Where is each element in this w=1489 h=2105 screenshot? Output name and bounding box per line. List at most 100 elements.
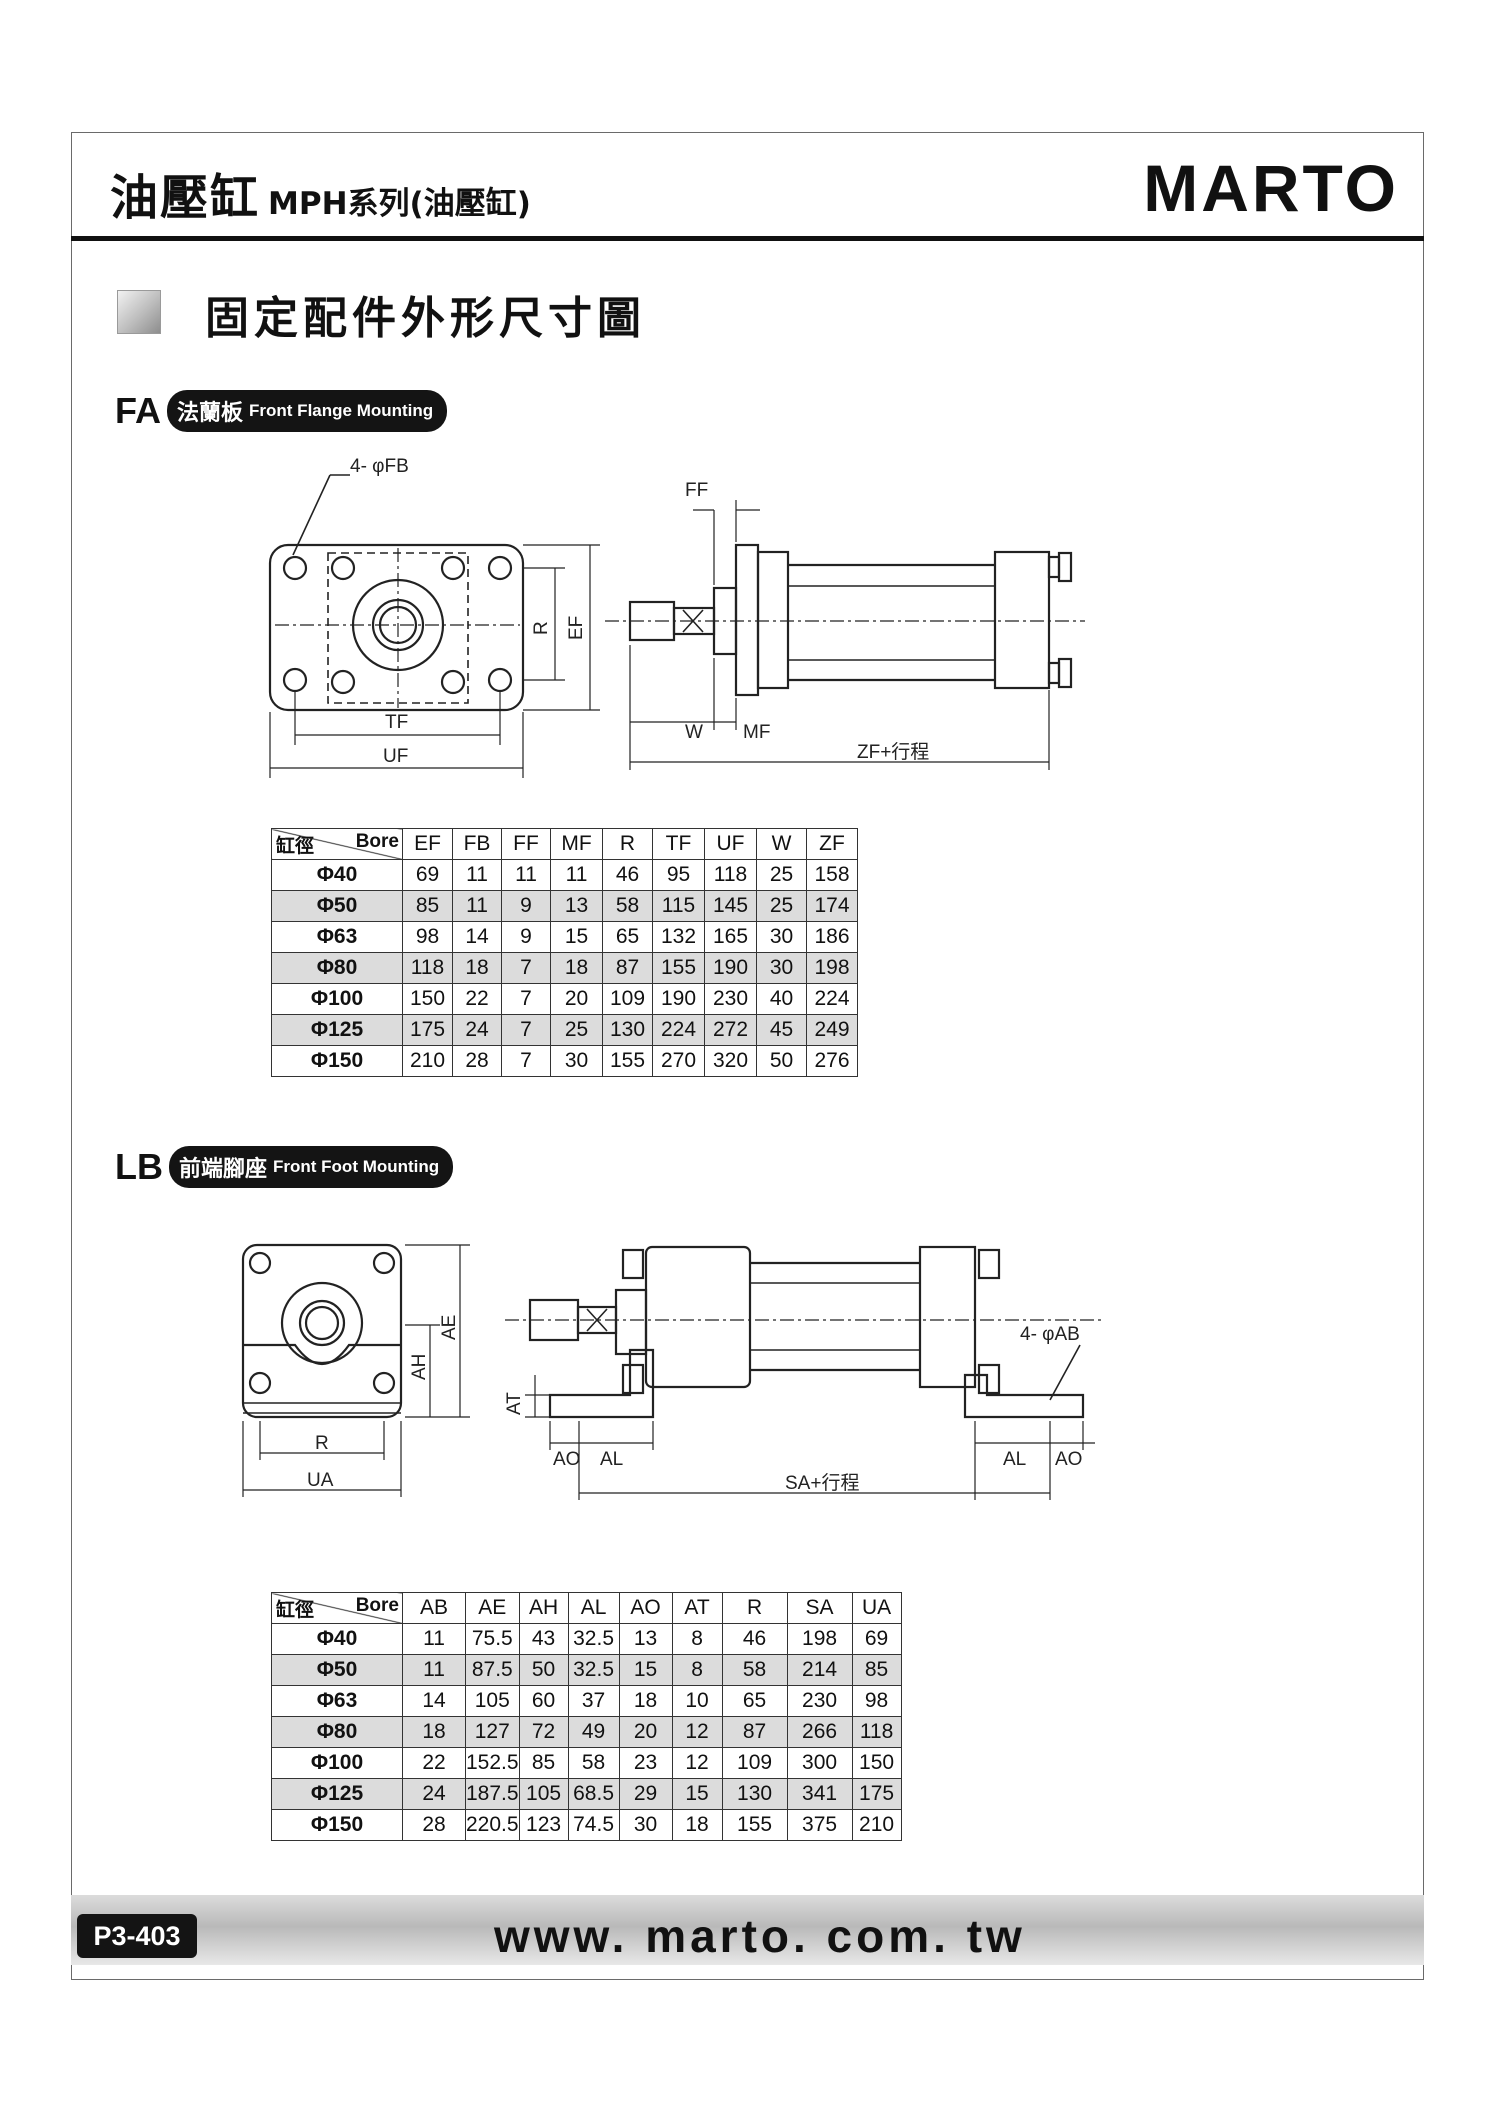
bore-cell: Φ63: [271, 1685, 403, 1717]
lb-side-view: AT AO AL SA+行程 4- φAB AL AO: [504, 1245, 1105, 1500]
table-cell: 75.5: [465, 1623, 520, 1655]
table-cell: 109: [721, 1747, 788, 1779]
fa-hole-tl: [282, 555, 308, 581]
table-cell: 230: [704, 983, 757, 1015]
table-cell: 220.5: [465, 1809, 520, 1841]
lb-col-header: AO: [618, 1592, 673, 1624]
table-cell: 69: [851, 1623, 902, 1655]
fa-label-ff: FF: [685, 480, 708, 501]
table-cell: 210: [851, 1809, 902, 1841]
table-cell: 85: [402, 890, 453, 922]
website-link[interactable]: www. marto. com. tw: [494, 1910, 1026, 1962]
fa-corner-zh: 缸徑: [276, 835, 315, 857]
table-cell: 60: [518, 1685, 569, 1717]
table-cell: 20: [618, 1716, 673, 1748]
table-cell: 132: [652, 921, 705, 953]
table-cell: 214: [786, 1654, 853, 1686]
table-cell: 186: [806, 921, 858, 953]
bore-cell: Φ63: [271, 921, 403, 953]
table-cell: 85: [518, 1747, 569, 1779]
fa-name-zh: 法蘭板: [177, 401, 244, 426]
table-cell: 105: [518, 1778, 569, 1810]
fa-pill: 法蘭板 Front Flange Mounting: [167, 390, 448, 432]
table-cell: 272: [704, 1014, 757, 1046]
table-cell: 115: [652, 890, 705, 922]
table-cell: 155: [602, 1045, 653, 1077]
table-cell: 224: [652, 1014, 705, 1046]
table-cell: 65: [721, 1685, 788, 1717]
table-cell: 13: [550, 890, 603, 922]
table-cell: 11: [402, 1623, 466, 1655]
table-cell: 72: [518, 1716, 569, 1748]
table-cell: 190: [652, 983, 705, 1015]
lb-nut-tr: [372, 1251, 396, 1275]
title-sub: MPH系列(油壓缸): [268, 186, 531, 222]
lb-label-r: R: [315, 1433, 329, 1454]
table-cell: 11: [402, 1654, 466, 1686]
bore-cell: Φ80: [271, 952, 403, 984]
lb-label-ah: AH: [409, 1354, 430, 1380]
table-cell: 375: [786, 1809, 853, 1841]
table-cell: 105: [465, 1685, 520, 1717]
section-marker-icon: [117, 290, 161, 334]
table-cell: 65: [602, 921, 653, 953]
lb-col-header: AL: [567, 1592, 620, 1624]
table-cell: 11: [550, 859, 603, 891]
lb-front-head: [644, 1245, 752, 1389]
table-cell: 45: [756, 1014, 807, 1046]
table-cell: 198: [806, 952, 858, 984]
table-cell: 175: [851, 1778, 902, 1810]
lb-corner-en: Bore: [355, 1594, 399, 1616]
fa-col-header: MF: [550, 828, 603, 860]
fa-col-header: FB: [452, 828, 502, 860]
fa-col-header: UF: [704, 828, 757, 860]
lb-label-hole: 4- φAB: [1020, 1324, 1080, 1345]
table-cell: 123: [518, 1809, 569, 1841]
fa-col-header: R: [602, 828, 653, 860]
bore-cell: Φ80: [271, 1716, 403, 1748]
table-cell: 118: [704, 859, 757, 891]
lb-label-ao-right: AO: [1055, 1449, 1082, 1470]
lb-pill: 前端腳座 Front Foot Mounting: [169, 1146, 454, 1188]
lb-nut-br: [372, 1371, 396, 1395]
lb-label-al-right: AL: [1003, 1449, 1026, 1470]
table-cell: 7: [501, 1045, 551, 1077]
table-cell: 249: [806, 1014, 858, 1046]
table-cell: 8: [671, 1623, 723, 1655]
table-cell: 37: [567, 1685, 620, 1717]
table-cell: 50: [756, 1045, 807, 1077]
table-cell: 46: [721, 1623, 788, 1655]
lb-name-zh: 前端腳座: [179, 1157, 268, 1182]
lb-label-sa: SA+行程: [785, 1472, 859, 1494]
bore-cell: Φ100: [271, 1747, 403, 1779]
page-frame: [71, 132, 1424, 1980]
lb-nut-tl: [248, 1251, 272, 1275]
lb-rear-foot: [963, 1373, 1085, 1419]
fa-col-header: EF: [402, 828, 453, 860]
lb-label-ao-left: AO: [553, 1449, 580, 1470]
table-cell: 165: [704, 921, 757, 953]
section-title: 固定配件外形尺寸圖: [205, 293, 646, 344]
table-cell: 85: [851, 1654, 902, 1686]
table-cell: 224: [806, 983, 858, 1015]
table-cell: 18: [671, 1809, 723, 1841]
table-cell: 155: [721, 1809, 788, 1841]
table-cell: 14: [452, 921, 502, 953]
fa-flange-plate: [734, 543, 760, 697]
table-cell: 95: [652, 859, 705, 891]
table-cell: 130: [721, 1778, 788, 1810]
table-cell: 98: [402, 921, 453, 953]
table-cell: 18: [618, 1685, 673, 1717]
fa-label-ef: EF: [566, 616, 587, 640]
table-cell: 98: [851, 1685, 902, 1717]
table-cell: 155: [652, 952, 705, 984]
table-cell: 270: [652, 1045, 705, 1077]
table-cell: 12: [671, 1716, 723, 1748]
table-cell: 15: [550, 921, 603, 953]
